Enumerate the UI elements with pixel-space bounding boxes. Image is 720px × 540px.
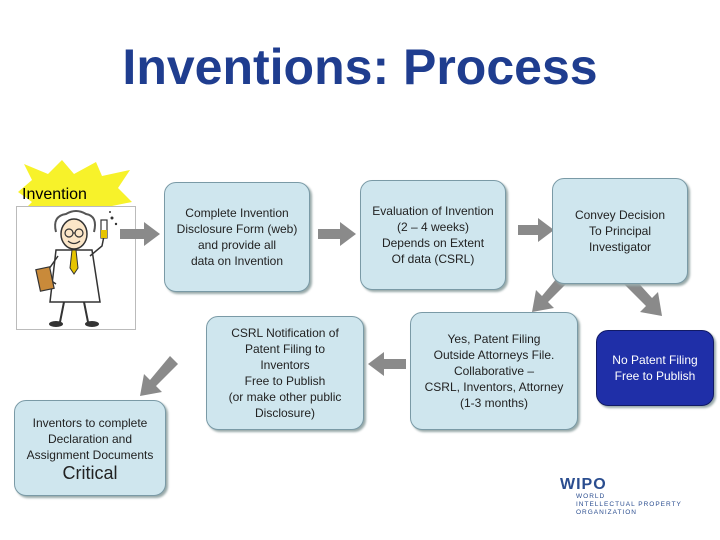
box-csrl-notification: CSRL Notification of Patent Filing to In… xyxy=(206,316,364,430)
arrow-right-2 xyxy=(318,222,356,246)
box-evaluation: Evaluation of Invention (2 – 4 weeks) De… xyxy=(360,180,506,290)
page-title: Inventions: Process xyxy=(122,39,598,95)
wipo-logo-text: WIPO xyxy=(560,476,607,493)
box-yes-patent-filing: Yes, Patent Filing Outside Attorneys Fil… xyxy=(410,312,578,430)
arrow-down-left-2 xyxy=(140,356,178,396)
wipo-logo: WIPO WORLD INTELLECTUAL PROPERTY ORGANIZ… xyxy=(560,476,700,516)
box-convey-decision: Convey Decision To Principal Investigato… xyxy=(552,178,688,284)
invention-label: Invention xyxy=(22,186,87,203)
scientist-illustration xyxy=(16,206,136,330)
arrow-right-3 xyxy=(518,218,554,242)
inventors-complete-text: Inventors to complete Declaration and As… xyxy=(26,416,154,462)
critical-label: Critical xyxy=(62,463,118,483)
box-inventors-complete: Inventors to complete Declaration and As… xyxy=(14,400,166,496)
arrow-down-right xyxy=(624,276,662,316)
wipo-logo-subtext: WORLD INTELLECTUAL PROPERTY ORGANIZATION xyxy=(576,493,682,516)
box-no-patent-filing: No Patent Filing Free to Publish xyxy=(596,330,714,406)
box-disclosure-form: Complete Invention Disclosure Form (web)… xyxy=(164,182,310,292)
arrow-left-1 xyxy=(368,352,406,376)
arrow-right-1 xyxy=(120,222,160,246)
